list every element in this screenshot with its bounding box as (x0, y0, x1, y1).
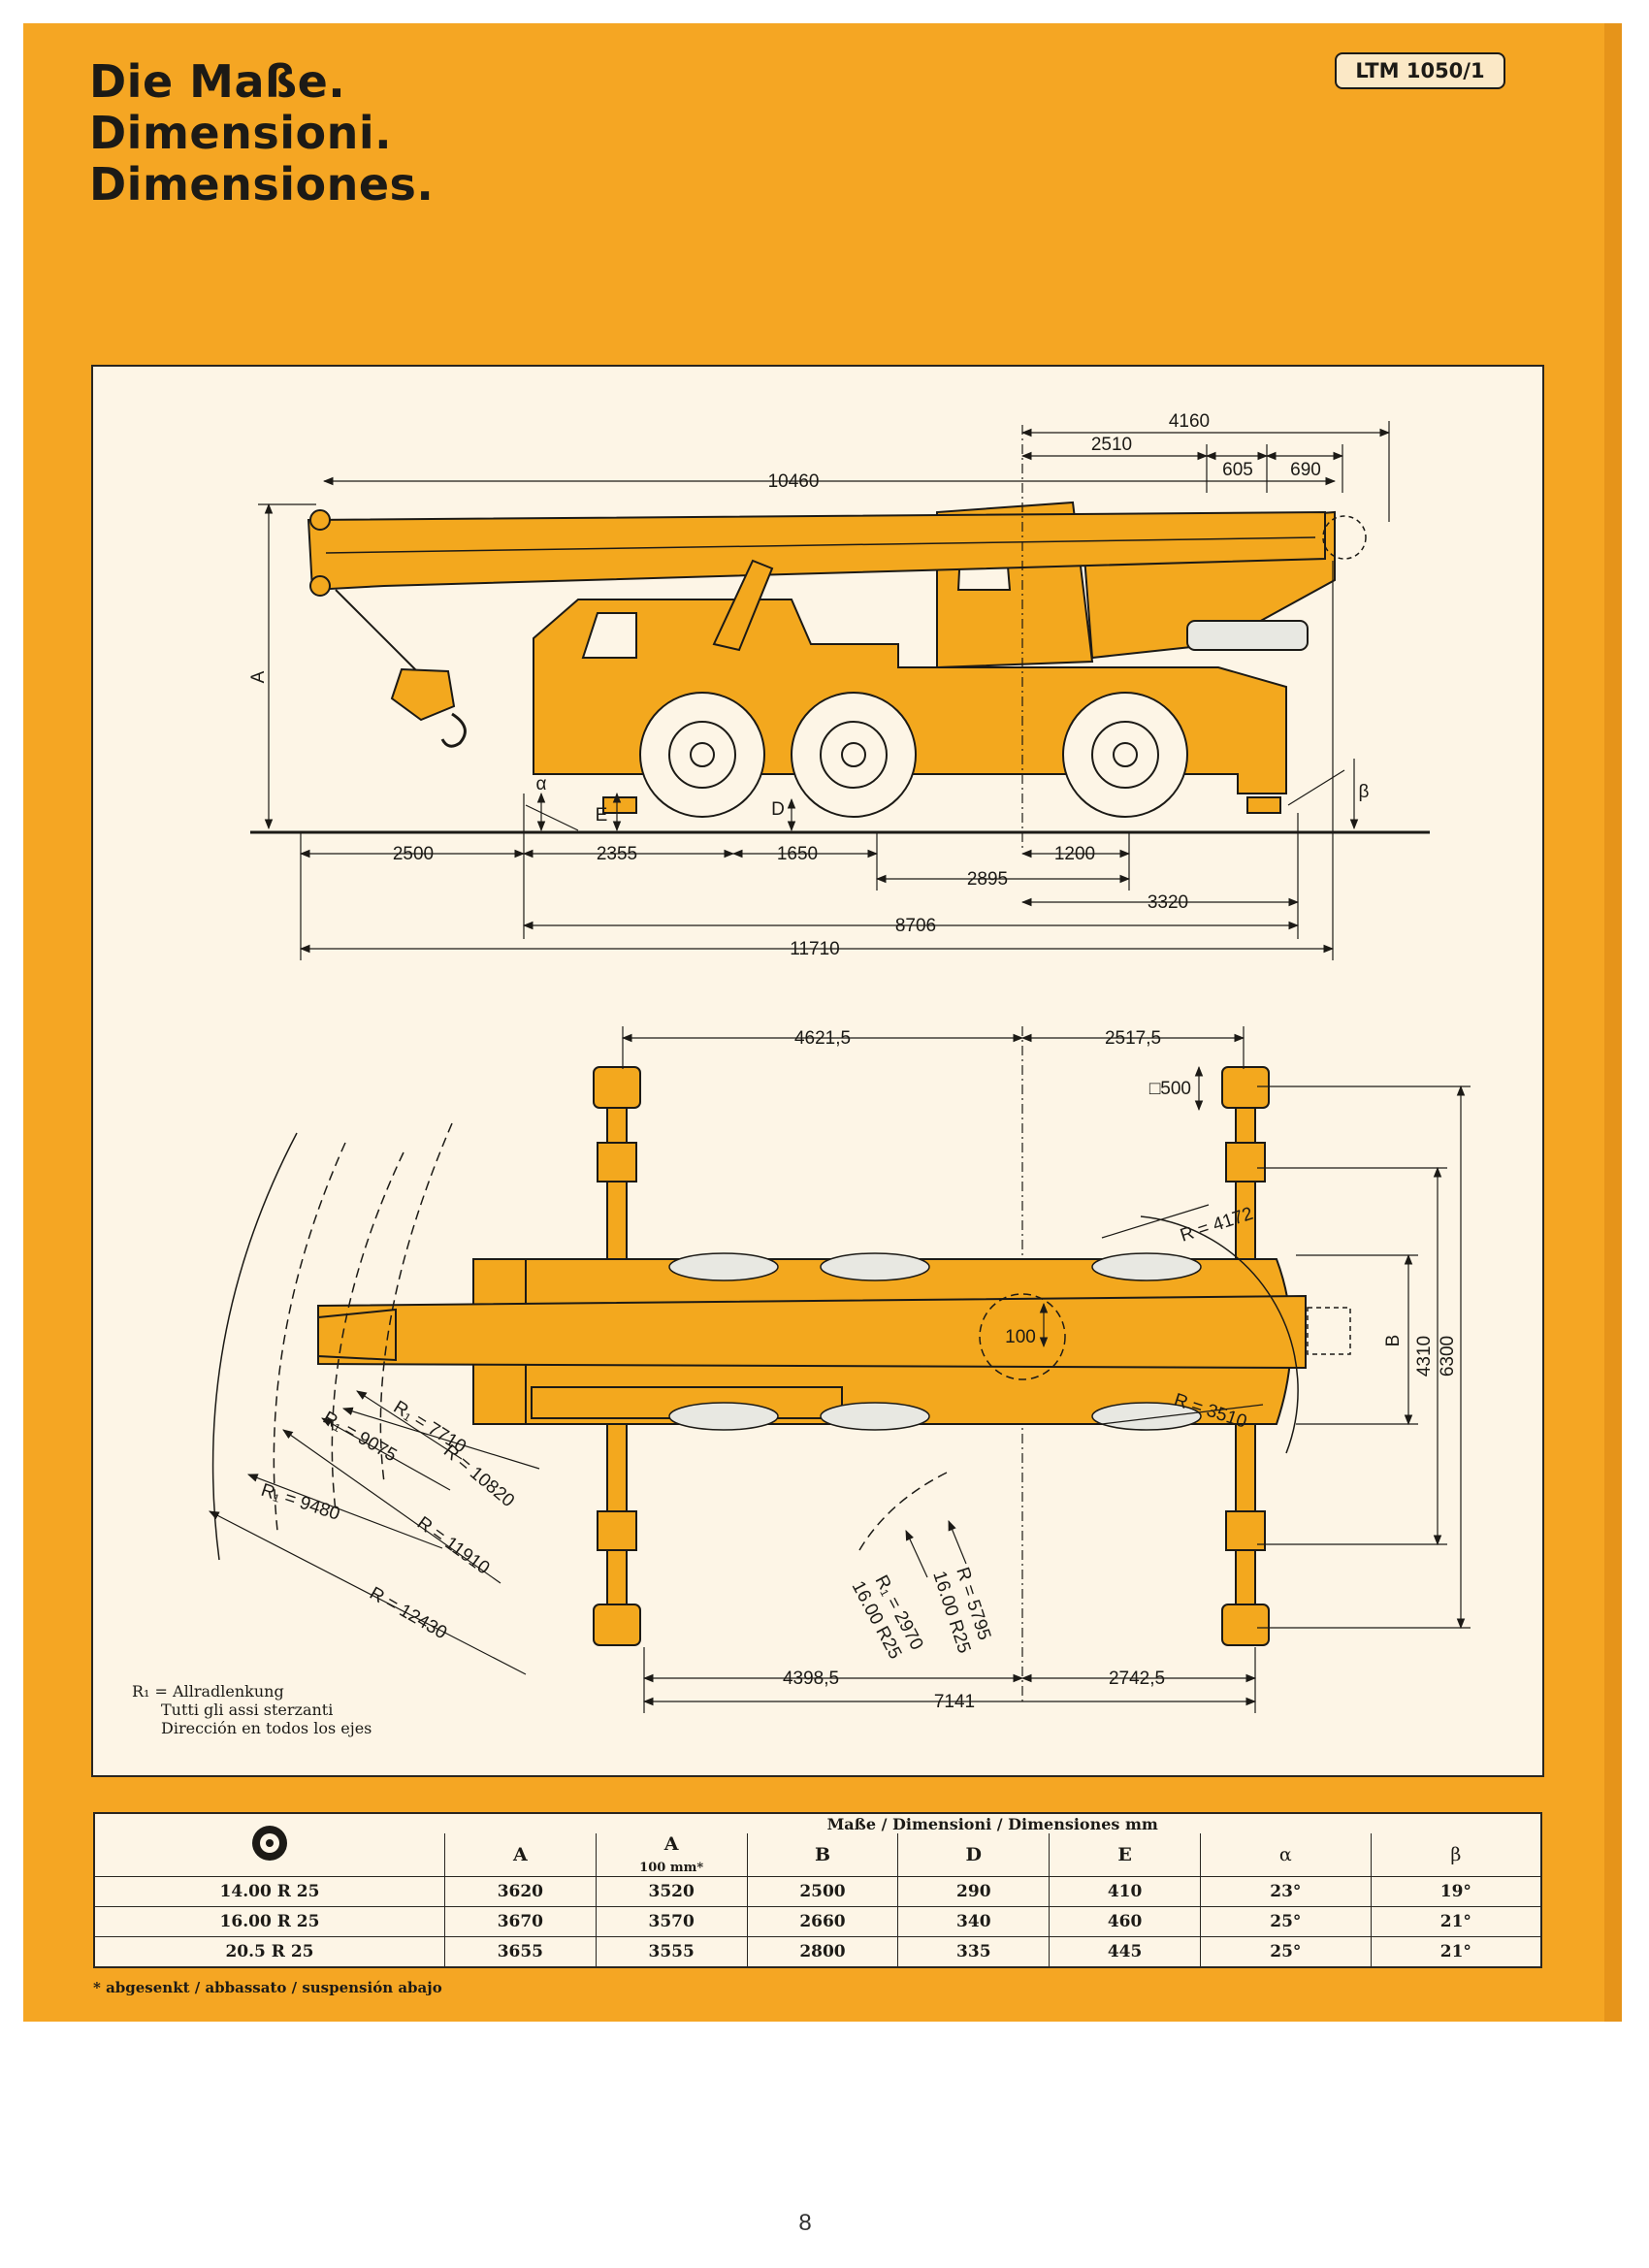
side-view: 4160 2510 605 690 10460 2500 2355 1650 1… (248, 411, 1430, 960)
col-a: A (443, 1833, 597, 1877)
front-outrigger-foot (602, 796, 637, 814)
telescopic-boom (307, 510, 1326, 592)
hoist-rope (335, 589, 426, 680)
table-caption: Maße / Dimensioni / Dimensiones mm (826, 1814, 1158, 1833)
model-badge: LTM 1050/1 (1335, 52, 1505, 89)
col-e: E (1049, 1833, 1201, 1877)
carrier-cab-window (581, 612, 637, 659)
dim-2500: 2500 (393, 844, 434, 864)
dimension-drawing-panel: 4160 2510 605 690 10460 2500 2355 1650 1… (91, 365, 1544, 1777)
table-row: 14.00 R 25 3620 3520 2500 290 410 23° 19… (94, 1876, 1541, 1907)
radius-11910: R = 11910 (413, 1513, 494, 1579)
top-dimension-lines (621, 1026, 1471, 1713)
radius-10820: R = 10820 (439, 1441, 518, 1511)
dim-2510: 2510 (1091, 435, 1132, 455)
boom-head-top (317, 1308, 397, 1362)
dimension-drawings: 4160 2510 605 690 10460 2500 2355 1650 1… (209, 411, 1471, 1713)
dim-4398-5: 4398,5 (783, 1669, 839, 1689)
tire-icon (251, 1825, 287, 1861)
dim-690: 690 (1290, 460, 1321, 480)
boom-top (317, 1294, 1307, 1370)
dim-3320: 3320 (1148, 892, 1188, 913)
outrigger-pad-rl (1221, 1066, 1270, 1109)
table-footnote: * abgesenkt / abbassato / suspensión aba… (93, 1979, 442, 1996)
dim-4621-5: 4621,5 (794, 1028, 851, 1049)
angle-alpha: α (536, 774, 547, 794)
dim-100: 100 (1005, 1327, 1036, 1347)
outrigger-pad-fr (593, 1604, 641, 1646)
col-b: B (746, 1833, 898, 1877)
hook-icon (440, 712, 467, 748)
radius-leaders (209, 1204, 1264, 1675)
dim-2517-5: 2517,5 (1105, 1028, 1161, 1049)
title-it: Dimensioni. (89, 107, 393, 159)
dim-letter-d: D (771, 799, 785, 820)
outrigger-pad-rr (1221, 1604, 1270, 1646)
hook-block (390, 667, 456, 722)
steering-note-es: Dirección en todos los ejes (161, 1719, 372, 1737)
radius-r1-9075: R₁ = 9075 (319, 1408, 400, 1466)
col-alpha: α (1199, 1833, 1372, 1877)
dim-6300: 6300 (1438, 1336, 1458, 1377)
dim-11710: 11710 (790, 939, 839, 959)
dim-10460: 10460 (768, 471, 820, 492)
dim-7141: 7141 (934, 1692, 975, 1712)
steering-note-de: R₁ = Allradlenkung (132, 1682, 284, 1701)
top-view: 4621,5 2517,5 □500 100 B 4310 6300 4398,… (209, 1026, 1471, 1713)
boom-head-sheave (309, 509, 331, 531)
page-number: 8 (798, 2210, 812, 2236)
title-de: Die Maße. (89, 55, 346, 108)
col-d: D (897, 1833, 1050, 1877)
dim-square-500: □500 (1149, 1079, 1191, 1099)
page-title: Die Maße. Dimensioni. Dimensiones. (89, 56, 434, 211)
col-beta: β (1370, 1833, 1541, 1877)
dim-letter-a: A (248, 670, 269, 683)
luffing-cylinder (712, 559, 774, 652)
spare-wheel-pad (1186, 620, 1309, 651)
dim-letter-b: B (1383, 1335, 1404, 1347)
radius-12430: R = 12430 (366, 1583, 450, 1643)
folded-jib-top (1307, 1307, 1351, 1355)
dim-2895: 2895 (967, 869, 1008, 890)
slewing-circle (979, 1293, 1066, 1380)
dim-605: 605 (1222, 460, 1253, 480)
dim-1200: 1200 (1054, 844, 1095, 864)
outrigger-pad-fl (593, 1066, 641, 1109)
tyres-top (668, 1252, 1202, 1431)
turning-radius-arcs (273, 1122, 948, 1551)
steering-note-it: Tutti gli assi sterzanti (161, 1701, 334, 1719)
dim-2355: 2355 (597, 844, 637, 864)
tire-header (94, 1813, 444, 1877)
rear-outrigger-foot (1246, 796, 1281, 814)
side-dimension-lines (258, 421, 1391, 960)
dim-8706: 8706 (895, 916, 936, 936)
angle-beta: β (1359, 782, 1370, 802)
folded-jib-outline (1322, 515, 1367, 560)
dim-4160: 4160 (1169, 411, 1210, 432)
title-es: Dimensiones. (89, 158, 435, 211)
table-row: 20.5 R 25 3655 3555 2800 335 445 25° 21° (94, 1936, 1541, 1967)
steering-note: R₁ = Allradlenkung Tutti gli assi sterza… (132, 1682, 372, 1737)
wheels (639, 692, 1188, 818)
tail-swing-arc (1140, 1215, 1299, 1454)
radius-r1-9480: R₁ = 9480 (258, 1480, 341, 1525)
dim-letter-e: E (596, 805, 608, 826)
dim-4310: 4310 (1414, 1336, 1435, 1377)
table-row: 16.00 R 25 3670 3570 2660 340 460 25° 21… (94, 1906, 1541, 1937)
dim-1650: 1650 (777, 844, 818, 864)
dim-2742-5: 2742,5 (1109, 1669, 1165, 1689)
